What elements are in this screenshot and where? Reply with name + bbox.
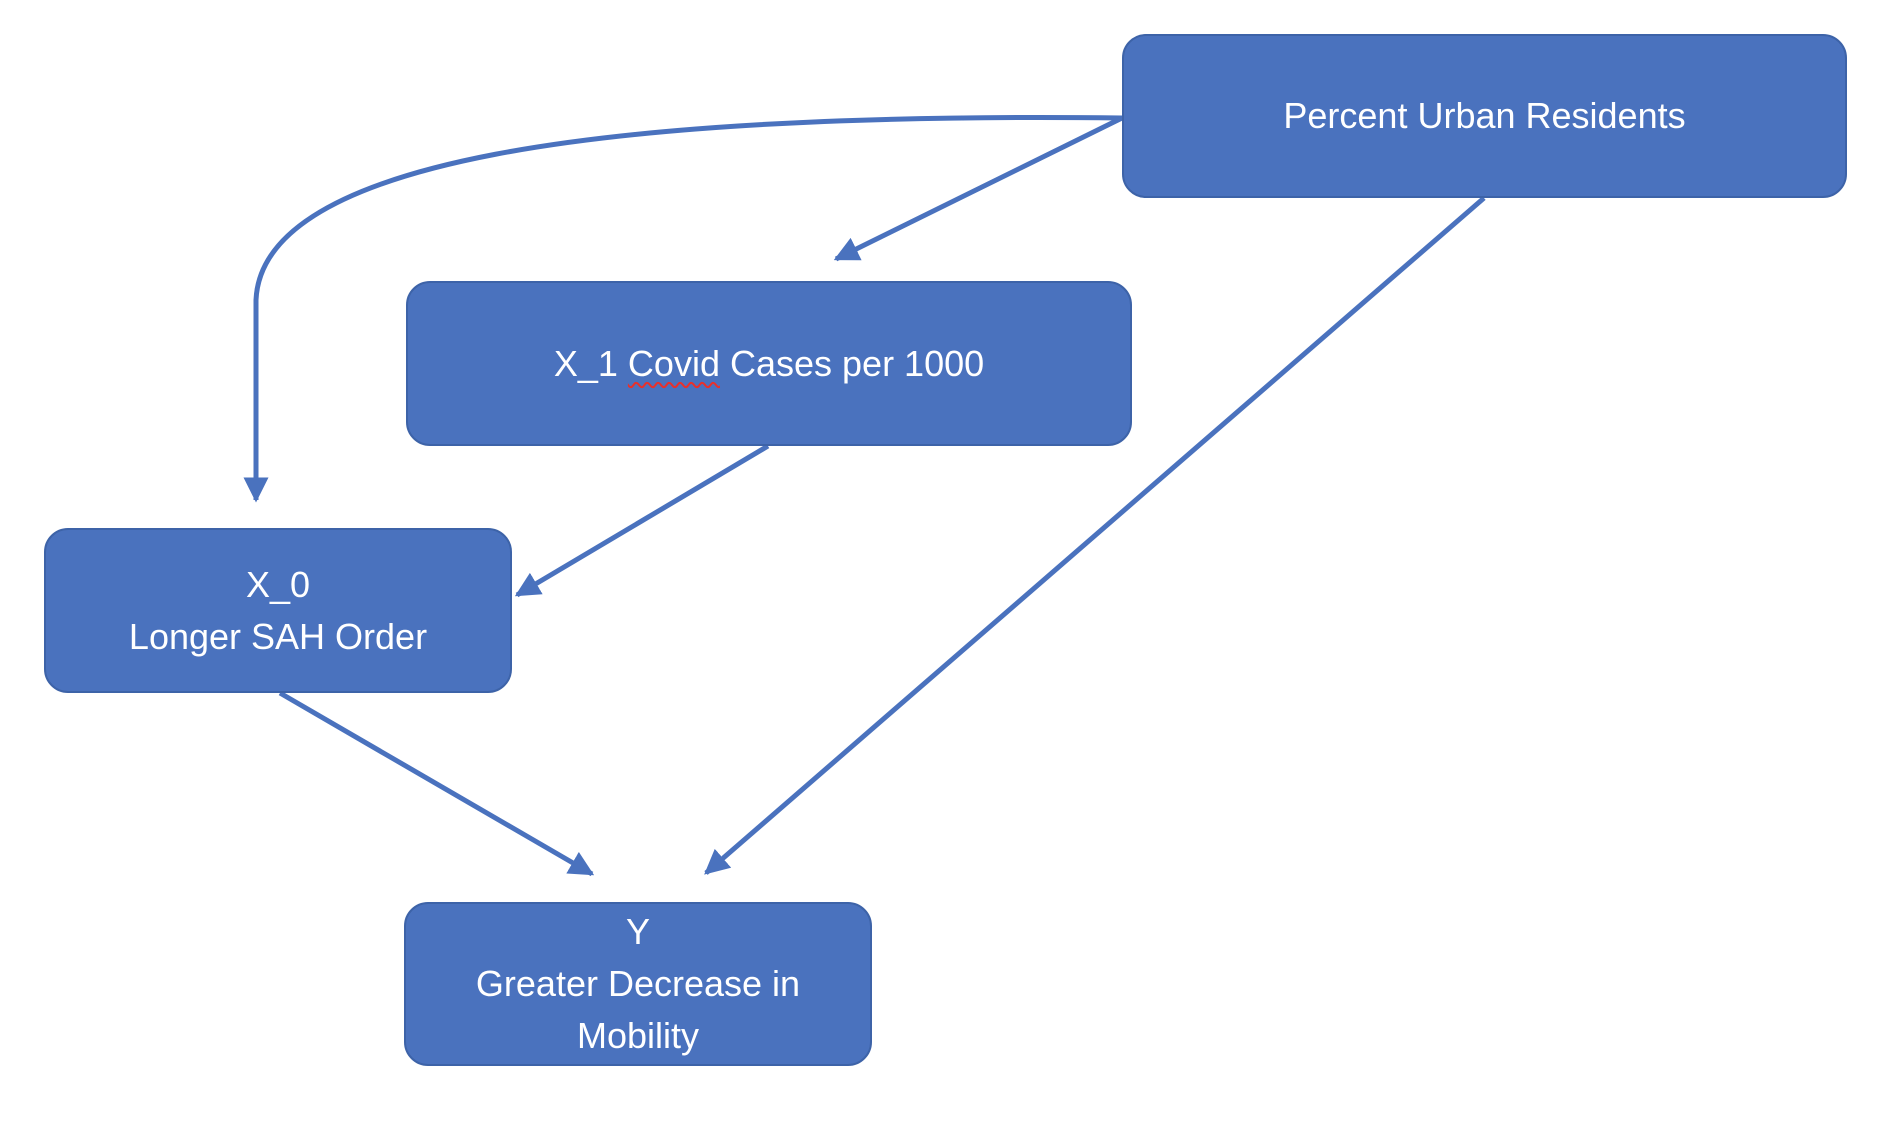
node-covid-prefix: X_1 — [553, 342, 618, 384]
node-longer-sah-order: X_0 Longer SAH Order — [44, 528, 512, 693]
node-sah-line1: X_0 — [245, 563, 311, 605]
node-percent-urban-residents: Percent Urban Residents — [1122, 34, 1847, 198]
edge-urban-to-covid — [833, 115, 1124, 262]
edge-urban-to-y — [704, 196, 1486, 875]
node-covid-cases: X_1 Covid Cases per 1000 — [406, 281, 1132, 446]
node-covid-word: Covid — [627, 342, 720, 384]
edge-urban-to-sah — [243, 115, 1123, 503]
node-y-line3: Mobility — [576, 1015, 700, 1056]
node-covid-suffix: Cases per 1000 — [729, 342, 985, 384]
node-covid-label: X_1 Covid Cases per 1000 — [554, 338, 984, 390]
edge-covid-to-sah — [514, 443, 770, 598]
node-y-line1: Y — [625, 911, 650, 952]
node-urban-label: Percent Urban Residents — [1283, 95, 1686, 136]
node-sah-line2: Longer SAH Order — [128, 615, 428, 657]
edge-sah-to-y — [278, 690, 595, 877]
node-y-line2: Greater Decrease in — [475, 963, 801, 1004]
node-greater-decrease-mobility: Y Greater Decrease in Mobility — [404, 902, 872, 1066]
